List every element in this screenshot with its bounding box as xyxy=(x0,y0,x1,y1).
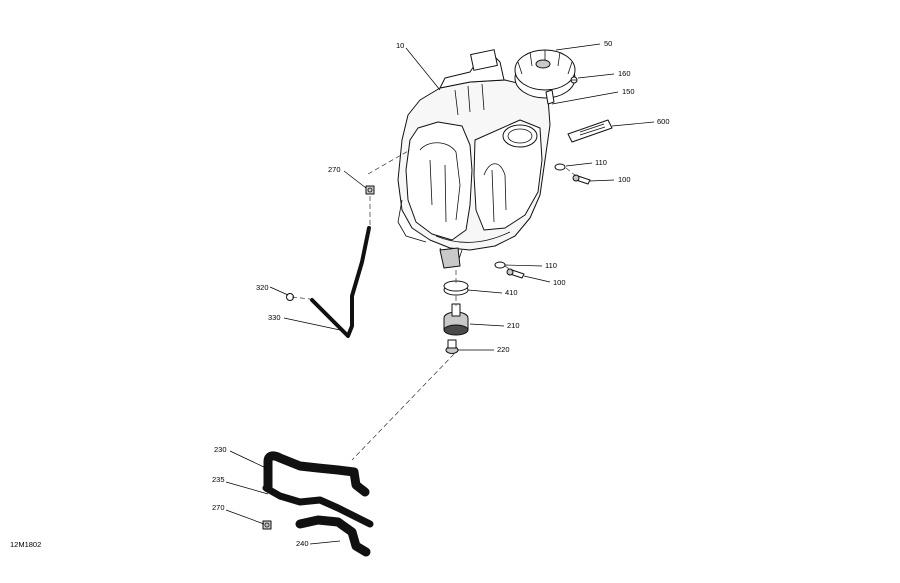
washer-110-lower xyxy=(494,261,506,269)
screw-160 xyxy=(570,76,578,84)
callout-10: 10 xyxy=(396,41,404,50)
callout-230: 230 xyxy=(214,445,227,454)
callout-410: 410 xyxy=(505,288,518,297)
callout-270-lower: 270 xyxy=(212,503,225,512)
callout-240: 240 xyxy=(296,539,309,548)
callout-150: 150 xyxy=(622,87,635,96)
callout-100-upper: 100 xyxy=(618,175,631,184)
callout-210: 210 xyxy=(507,321,520,330)
washer-110-upper xyxy=(554,163,566,171)
callout-110-upper: 110 xyxy=(595,158,607,167)
callout-160: 160 xyxy=(618,69,631,78)
drawing-reference: 12M1802 xyxy=(10,540,41,549)
callout-270-upper: 270 xyxy=(328,165,341,174)
callout-320: 320 xyxy=(256,283,269,292)
clamp-270-lower xyxy=(262,520,272,530)
callout-600: 600 xyxy=(657,117,670,126)
callout-235: 235 xyxy=(212,475,225,484)
clip-150 xyxy=(545,89,555,105)
fuel-cap xyxy=(514,49,576,99)
leader-lines xyxy=(225,43,655,545)
valve-210 xyxy=(443,303,469,336)
clamp-220 xyxy=(445,339,459,354)
callout-330: 330 xyxy=(268,313,281,322)
callout-100-lower: 100 xyxy=(553,278,566,287)
callout-110-lower: 110 xyxy=(545,261,557,270)
callout-220: 220 xyxy=(497,345,510,354)
decal-600 xyxy=(567,119,613,143)
vent-hose-330 xyxy=(310,226,371,338)
bolt-100-upper xyxy=(572,174,591,185)
bolt-100-lower xyxy=(506,268,525,279)
fuel-tank xyxy=(397,49,551,269)
clamp-270-upper xyxy=(365,185,375,195)
callouts: 10 50 160 150 600 110 100 270 110 100 41… xyxy=(212,39,670,548)
callout-50: 50 xyxy=(604,39,612,48)
grommet-410 xyxy=(443,280,469,296)
